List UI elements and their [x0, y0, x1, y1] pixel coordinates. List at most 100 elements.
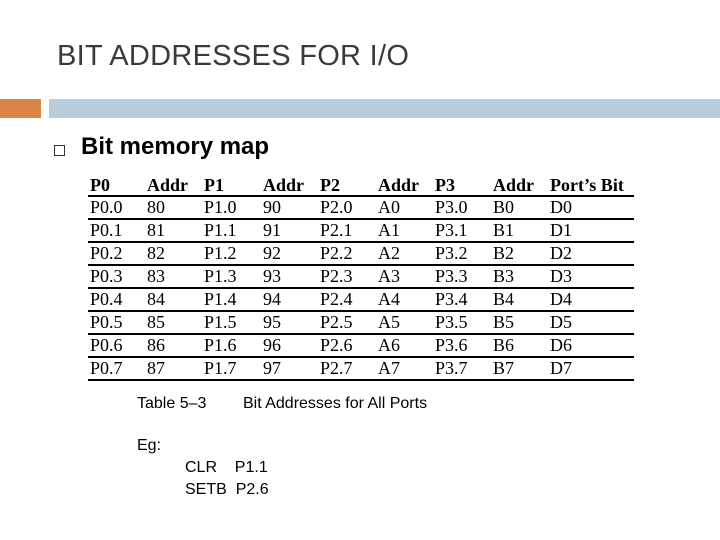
column-header: P0 — [88, 175, 145, 197]
table-cell: P2.4 — [318, 287, 376, 311]
table-cell: 83 — [145, 264, 202, 288]
table-caption-text: Bit Addresses for All Ports — [243, 395, 428, 412]
table-cell: P1.4 — [202, 287, 261, 311]
table-cell: P0.1 — [88, 218, 145, 242]
table-cell: B6 — [491, 333, 548, 357]
table-cell: B2 — [491, 241, 548, 265]
section-heading: Bit memory map — [81, 133, 270, 160]
code-op: CLR — [185, 459, 218, 476]
table-cell: P1.2 — [202, 241, 261, 265]
table-cell: B1 — [491, 218, 548, 242]
example-label: Eg: — [137, 437, 162, 454]
table-cell: 81 — [145, 218, 202, 242]
table-cell: A7 — [376, 356, 433, 381]
table-cell: P2.1 — [318, 218, 376, 242]
table-cell: P3.1 — [433, 218, 491, 242]
table-cell: A0 — [376, 195, 433, 219]
table-cell: P0.7 — [88, 356, 145, 381]
table-cell: D5 — [548, 310, 634, 334]
table-cell: P2.3 — [318, 264, 376, 288]
table-cell: 80 — [145, 195, 202, 219]
table-cell: P1.5 — [202, 310, 261, 334]
accent-bar-blue — [49, 99, 720, 118]
table-cell: D7 — [548, 356, 634, 381]
table-cell: D1 — [548, 218, 634, 242]
table-cell: 85 — [145, 310, 202, 334]
table-cell: A4 — [376, 287, 433, 311]
code-line: SETB P2.6 — [185, 481, 269, 499]
table-cell: P3.7 — [433, 356, 491, 381]
table-cell: B7 — [491, 356, 548, 381]
table-cell: A6 — [376, 333, 433, 357]
column-header: Port’s Bit — [548, 175, 634, 197]
table-cell: 95 — [261, 310, 318, 334]
table-cell: P3.6 — [433, 333, 491, 357]
table-cell: P2.6 — [318, 333, 376, 357]
table-cell: P1.3 — [202, 264, 261, 288]
table-cell: P3.2 — [433, 241, 491, 265]
column-header: Addr — [145, 175, 202, 197]
table-cell: D6 — [548, 333, 634, 357]
table-cell: B4 — [491, 287, 548, 311]
code-line: CLR P1.1 — [185, 459, 268, 477]
table-cell: P0.6 — [88, 333, 145, 357]
column-header: P2 — [318, 175, 376, 197]
table-cell: D4 — [548, 287, 634, 311]
table-cell: B5 — [491, 310, 548, 334]
table-cell: 91 — [261, 218, 318, 242]
table-cell: D3 — [548, 264, 634, 288]
table-cell: P2.2 — [318, 241, 376, 265]
table-cell: 93 — [261, 264, 318, 288]
table-cell: P2.5 — [318, 310, 376, 334]
table-cell: P3.5 — [433, 310, 491, 334]
table-cell: P1.1 — [202, 218, 261, 242]
table-cell: P3.4 — [433, 287, 491, 311]
slide-title: BIT ADDRESSES FOR I/O — [57, 40, 410, 72]
table-cell: P2.7 — [318, 356, 376, 381]
table-cell: D0 — [548, 195, 634, 219]
column-header: Addr — [491, 175, 548, 197]
table-caption-label: Table 5–3 — [137, 395, 207, 412]
table-cell: 92 — [261, 241, 318, 265]
table-cell: B0 — [491, 195, 548, 219]
accent-bar-orange — [0, 99, 41, 118]
table-cell: D2 — [548, 241, 634, 265]
table-cell: P0.0 — [88, 195, 145, 219]
code-arg: P2.6 — [235, 481, 269, 498]
table-cell: 84 — [145, 287, 202, 311]
table-cell: P0.4 — [88, 287, 145, 311]
table-cell: P1.6 — [202, 333, 261, 357]
table-cell: P0.2 — [88, 241, 145, 265]
table-cell: A2 — [376, 241, 433, 265]
column-header: P1 — [202, 175, 261, 197]
table-cell: 96 — [261, 333, 318, 357]
code-op: SETB — [185, 481, 227, 498]
table-cell: P1.7 — [202, 356, 261, 381]
square-bullet-icon — [54, 145, 65, 156]
table-cell: 97 — [261, 356, 318, 381]
table-cell: P1.0 — [202, 195, 261, 219]
table-cell: A1 — [376, 218, 433, 242]
table-cell: B3 — [491, 264, 548, 288]
table-cell: 94 — [261, 287, 318, 311]
table-cell: A5 — [376, 310, 433, 334]
code-arg: P1.1 — [234, 459, 268, 476]
column-header: P3 — [433, 175, 491, 197]
table-cell: 90 — [261, 195, 318, 219]
table-cell: P3.0 — [433, 195, 491, 219]
table-cell: P0.3 — [88, 264, 145, 288]
column-header: Addr — [376, 175, 433, 197]
table-cell: 86 — [145, 333, 202, 357]
table-cell: 82 — [145, 241, 202, 265]
